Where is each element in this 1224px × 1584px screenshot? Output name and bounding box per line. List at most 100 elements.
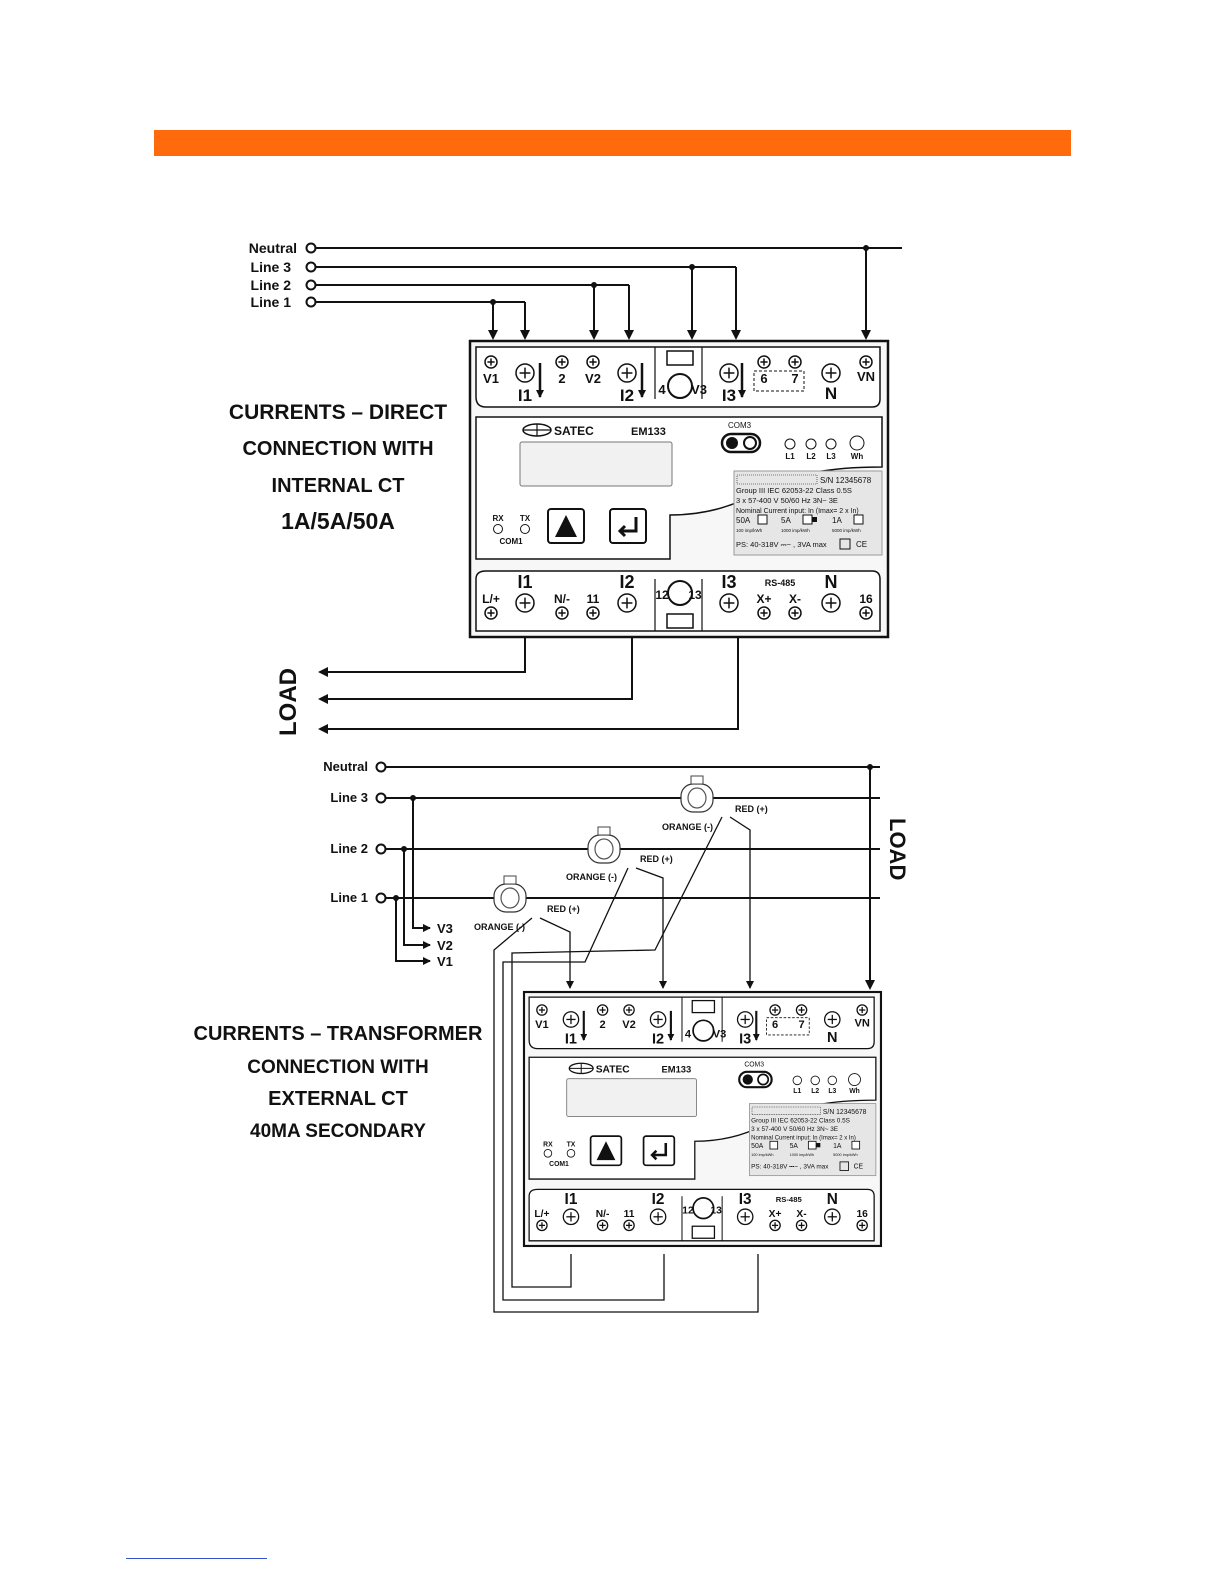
lcd-display bbox=[566, 1078, 697, 1117]
screw-terminal-icon bbox=[757, 355, 771, 369]
plate-option-label: 50A bbox=[751, 1143, 764, 1150]
enter-button[interactable] bbox=[609, 508, 647, 544]
bottom-terminal-label: 11 bbox=[624, 1209, 635, 1220]
screw-terminal-icon bbox=[562, 1208, 580, 1226]
bottom-terminal-label: I1 bbox=[517, 572, 532, 592]
plate-checkbox bbox=[757, 514, 768, 525]
screw-terminal-icon bbox=[623, 1219, 635, 1232]
screw-terminal-icon bbox=[821, 363, 841, 383]
bottom-terminal-label: 13 bbox=[688, 588, 702, 602]
bottom-terminal-label: L/+ bbox=[482, 592, 500, 606]
d2-v1-label: V1 bbox=[437, 954, 453, 969]
com1-label: COM1 bbox=[499, 537, 523, 546]
plate-imp-label: 1000 imp/kWh bbox=[790, 1153, 815, 1157]
screw-terminal-icon bbox=[555, 355, 569, 369]
top-terminal-label: V1 bbox=[535, 1019, 549, 1031]
model-label: EM133 bbox=[631, 426, 666, 438]
wh-led-icon bbox=[848, 1073, 861, 1086]
top-terminal-label: VN bbox=[854, 1017, 869, 1029]
top-terminal-label: 7 bbox=[798, 1019, 804, 1031]
top-terminal-label: 2 bbox=[599, 1019, 605, 1031]
screw-terminal-icon bbox=[736, 1208, 754, 1226]
tx-label: TX bbox=[567, 1141, 576, 1148]
header-bar bbox=[154, 130, 1071, 156]
d2-v3-label: V3 bbox=[437, 921, 453, 936]
top-terminal-label: 6 bbox=[772, 1019, 778, 1031]
bottom-terminal-label: 16 bbox=[856, 1209, 868, 1220]
rx-label: RX bbox=[492, 514, 504, 523]
screw-terminal-icon bbox=[821, 593, 841, 613]
bottom-terminal-label: X+ bbox=[769, 1209, 782, 1220]
screw-terminal-icon bbox=[859, 355, 873, 369]
current-transformer-icon bbox=[680, 775, 714, 813]
d1-line2-label: Line 2 bbox=[251, 277, 292, 293]
screw-terminal-icon bbox=[769, 1004, 781, 1016]
rs485-label: RS-485 bbox=[765, 578, 796, 588]
rx-led-icon bbox=[543, 1149, 553, 1158]
knockout-icon bbox=[667, 373, 693, 399]
screw-terminal-icon bbox=[757, 606, 771, 620]
tx-label: TX bbox=[520, 514, 531, 523]
ce-mark: CE bbox=[854, 1164, 864, 1171]
plate-imp-label: 1000 imp/kWh bbox=[781, 528, 810, 533]
plate-group: Group III IEC 62053-22 Class 0.5S bbox=[736, 486, 852, 495]
plate-imp-label: 5000 imp/kWh bbox=[833, 1153, 858, 1157]
ct-orange-label: ORANGE (-) bbox=[566, 872, 617, 882]
plate-imp-label: 5000 imp/kWh bbox=[832, 528, 861, 533]
bottom-terminal-label: N bbox=[825, 572, 838, 592]
plate-option-label: 5A bbox=[781, 516, 791, 525]
d2-line1-label: Line 1 bbox=[330, 890, 368, 905]
led-icon bbox=[810, 1075, 820, 1086]
enter-icon bbox=[617, 517, 638, 538]
enter-button[interactable] bbox=[642, 1135, 676, 1167]
top-terminal-label: 4 bbox=[658, 382, 666, 397]
screw-terminal-icon bbox=[562, 1011, 580, 1028]
screw-terminal-icon bbox=[649, 1208, 667, 1226]
up-arrow-icon bbox=[596, 1141, 616, 1161]
bottom-terminal-label: I2 bbox=[652, 1191, 665, 1208]
screw-terminal-icon bbox=[555, 606, 569, 620]
din-clip-icon bbox=[666, 350, 694, 366]
bottom-terminal-label: L/+ bbox=[534, 1209, 549, 1220]
rx-label: RX bbox=[543, 1141, 553, 1148]
bottom-terminal-label: N/- bbox=[596, 1209, 610, 1220]
rating-plate bbox=[749, 1103, 877, 1177]
current-transformers: RED (+)ORANGE (-)RED (+)ORANGE (-)RED (+… bbox=[474, 775, 768, 932]
screw-terminal-icon bbox=[795, 1219, 808, 1232]
d2-caption-1: CURRENTS – TRANSFORMER bbox=[194, 1023, 483, 1045]
wh-led-icon bbox=[849, 435, 865, 451]
d1-line1-label: Line 1 bbox=[251, 294, 292, 310]
d1-caption-1: CURRENTS – DIRECT bbox=[229, 401, 447, 424]
screw-terminal-icon bbox=[536, 1004, 548, 1016]
top-terminal-label: N bbox=[827, 1030, 837, 1046]
led-label: L2 bbox=[811, 1088, 819, 1095]
enter-icon bbox=[650, 1143, 668, 1161]
din-clip-icon bbox=[691, 1225, 716, 1239]
screw-terminal-icon bbox=[859, 606, 873, 620]
plate-rating: 3 x 57-400 V 50/60 Hz 3N~ 3E bbox=[736, 496, 838, 505]
screw-terminal-icon bbox=[623, 1004, 635, 1016]
d2-line2-label: Line 2 bbox=[330, 841, 368, 856]
screw-terminal-icon bbox=[856, 1219, 868, 1232]
d2-neutral-label: Neutral bbox=[323, 759, 368, 774]
plate-sn: S/N 12345678 bbox=[823, 1109, 867, 1116]
plate-option-label: 5A bbox=[790, 1143, 799, 1150]
screw-terminal-icon bbox=[586, 606, 600, 620]
top-terminal-label: I2 bbox=[620, 386, 634, 405]
d2-v2-label: V2 bbox=[437, 938, 453, 953]
screw-terminal-icon bbox=[596, 1004, 609, 1016]
diagram1-supply-lines bbox=[316, 247, 902, 734]
top-terminal-label: I3 bbox=[739, 1031, 751, 1047]
top-terminal-label: V3 bbox=[691, 382, 707, 397]
screw-terminal-icon bbox=[788, 355, 802, 369]
plate-checkbox bbox=[769, 1140, 779, 1150]
led-label: L1 bbox=[793, 1088, 801, 1095]
plate-option-label: 50A bbox=[736, 516, 751, 525]
din-clip-icon bbox=[691, 999, 716, 1014]
top-terminal-label: V1 bbox=[483, 371, 499, 386]
current-transformer-icon bbox=[587, 826, 621, 864]
d2-load-label: LOAD bbox=[885, 818, 910, 880]
plate-imp-label: 100 imp/kWh bbox=[751, 1153, 773, 1157]
